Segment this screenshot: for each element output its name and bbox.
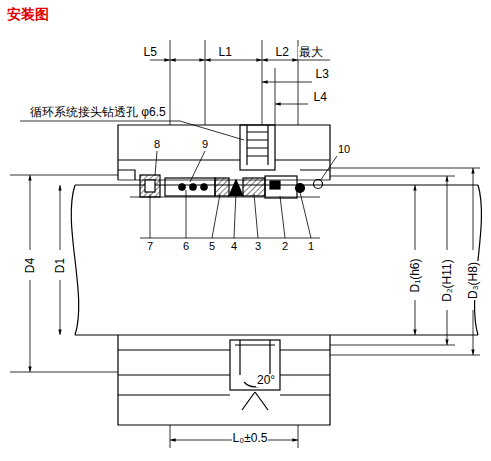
callout-number: 9 [201, 138, 209, 150]
callout-number: 6 [182, 240, 190, 252]
dimension-label: L2 [275, 46, 290, 59]
diameter-label: D₃(H8) [466, 261, 479, 300]
callout-number: 2 [281, 240, 289, 252]
callout-number: 8 [153, 138, 161, 150]
dimension-label: L1 [218, 46, 233, 59]
dimension-label: L3 [315, 68, 330, 81]
dimension-label: L₀±0.5 [232, 432, 269, 445]
drawing-title: 安装图 [6, 6, 50, 22]
callout-number: 1 [307, 240, 315, 252]
callout-number: 7 [146, 240, 154, 252]
diameter-label: D1 [54, 256, 67, 273]
callout-number: 3 [254, 240, 262, 252]
angle-label: 20° [256, 374, 276, 387]
diameter-label: D₁(h6) [409, 257, 422, 293]
callout-number: 5 [208, 240, 216, 252]
callout-number: 4 [230, 240, 238, 252]
diameter-label: D₂(H11) [441, 258, 454, 302]
dimension-label: L4 [313, 91, 328, 104]
callout-number: 10 [337, 143, 351, 155]
port-note: 循环系统接头钻透孔 φ6.5 [29, 106, 167, 119]
dimension-note: 最大 [298, 46, 324, 59]
dimension-label: L5 [143, 46, 158, 59]
diameter-label: D4 [24, 256, 37, 273]
